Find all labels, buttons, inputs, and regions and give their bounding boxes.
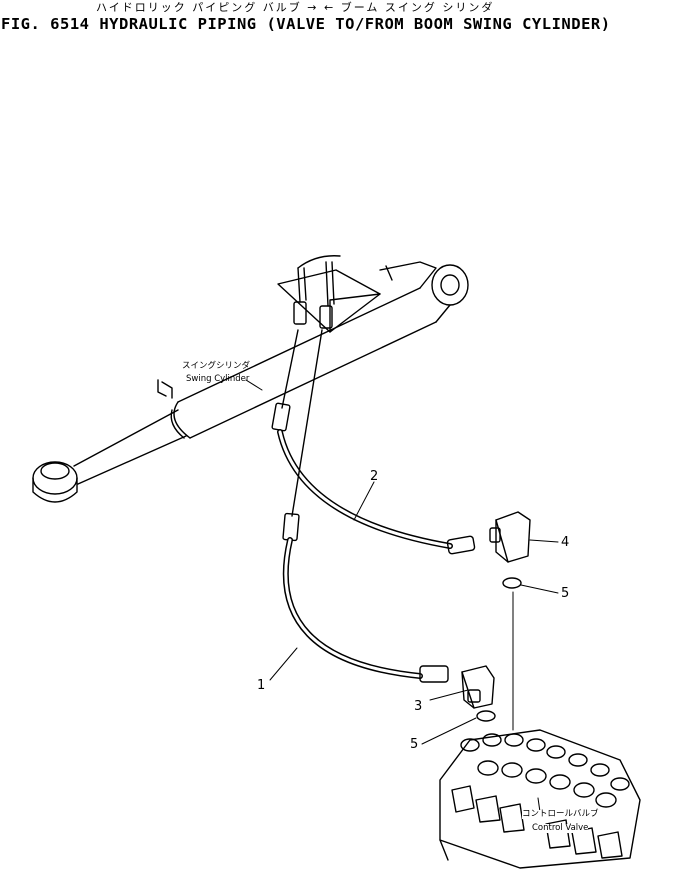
hose-fitting: [282, 512, 300, 542]
cylinder-port-fitting: [293, 301, 307, 325]
callout-4: 4: [561, 535, 570, 550]
hose-fitting: [271, 402, 291, 432]
cylinder-head-eye: [431, 264, 469, 306]
elbow-fitting-4: [489, 511, 531, 563]
control-valve: [439, 729, 641, 869]
callout-5-upper: 5: [561, 586, 570, 601]
cylinder-port-fitting: [319, 305, 333, 329]
o-ring-5-lower: [476, 710, 496, 722]
swing-cylinder-label-en: Swing Cylinder: [186, 374, 250, 384]
hose-fitting: [419, 665, 449, 683]
callout-3: 3: [414, 699, 423, 714]
control-valve-label-jp: コントロールバルブ: [522, 809, 599, 819]
elbow-fitting-3: [461, 665, 495, 709]
swing-cylinder-label-jp: スイングシリンダ: [182, 361, 251, 371]
callout-2: 2: [370, 469, 379, 484]
callout-1: 1: [257, 678, 266, 693]
hose-1: [282, 329, 449, 683]
callout-5-lower: 5: [410, 737, 419, 752]
title-english: FIG. 6514 HYDRAULIC PIPING (VALVE TO/FRO…: [1, 15, 611, 33]
port-plate: [277, 269, 381, 333]
title-japanese: ハイドロリック パイピング バルブ → ← ブーム スイング シリンダ: [96, 1, 495, 14]
hose-2: [271, 329, 476, 555]
hose-fitting: [446, 535, 476, 555]
control-valve-label-en: Control Valve: [532, 823, 589, 833]
callout-leaders: [245, 379, 559, 813]
o-ring-5-upper: [502, 577, 522, 589]
swing-cylinder: [32, 255, 469, 503]
rod-eye: [32, 461, 78, 495]
